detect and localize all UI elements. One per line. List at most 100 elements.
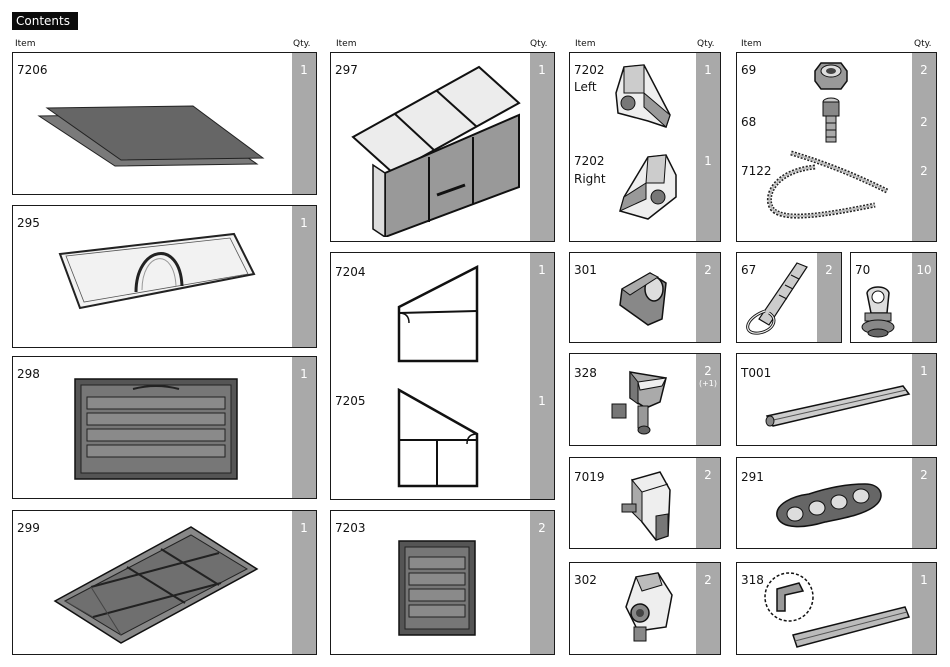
part-illustration-7204 <box>397 265 481 365</box>
qty-column: 2 <box>696 458 720 548</box>
qty-column: 1 <box>912 354 936 445</box>
part-illustration-T001 <box>763 382 911 428</box>
part-code-7202-left: 7202 <box>574 63 605 77</box>
part-illustration-7203 <box>397 539 477 637</box>
part-card-7019: 7019 2 <box>569 457 721 549</box>
part-code: 7019 <box>574 470 605 484</box>
qty-value: 1 <box>292 216 316 230</box>
qty-column: 2 <box>912 458 936 548</box>
part-code: 298 <box>17 367 40 381</box>
part-illustration-70 <box>857 283 901 339</box>
qty-value: 1 <box>530 63 554 77</box>
part-illustration-297 <box>351 65 523 237</box>
header-qty-col1: Qty. <box>293 39 311 49</box>
header-item-col4: Item <box>741 39 762 49</box>
qty-column: 2 <box>817 253 841 342</box>
part-illustration-68 <box>821 97 841 145</box>
part-code-69: 69 <box>741 63 756 77</box>
qty-value: 2 <box>696 263 720 277</box>
qty-value: 1 <box>292 367 316 381</box>
part-code-7202-right: 7202 <box>574 154 605 168</box>
part-card-299: 299 1 <box>12 510 317 655</box>
qty-value: 2 <box>530 521 554 535</box>
part-illustration-7206 <box>35 88 265 168</box>
qty-column: 2 (+1) <box>696 354 720 445</box>
header-qty-col2: Qty. <box>530 39 548 49</box>
part-illustration-7019 <box>620 470 672 542</box>
part-card-70: 70 10 <box>850 252 937 343</box>
qty-value-left: 1 <box>696 63 720 77</box>
qty-value-7204: 1 <box>530 263 554 277</box>
part-illustration-7122 <box>765 145 893 231</box>
qty-column: 1 <box>292 511 316 654</box>
qty-value-right: 1 <box>696 154 720 168</box>
part-card-67: 67 2 <box>736 252 842 343</box>
part-illustration-291 <box>773 478 885 534</box>
part-card-301: 301 2 <box>569 252 721 343</box>
header-item-col2: Item <box>336 39 357 49</box>
part-code: T001 <box>741 366 771 380</box>
qty-column: 10 <box>912 253 936 342</box>
qty-value: 1 <box>912 573 936 587</box>
part-card-318: 318 1 <box>736 562 937 655</box>
header-qty-col4: Qty. <box>914 39 932 49</box>
qty-value: 1 <box>292 521 316 535</box>
qty-value-7122: 2 <box>912 164 936 178</box>
qty-value-68: 2 <box>912 115 936 129</box>
qty-value: 2 <box>696 364 720 378</box>
part-code: 70 <box>855 263 870 277</box>
part-code-7204: 7204 <box>335 265 366 279</box>
qty-value-69: 2 <box>912 63 936 77</box>
part-code: 299 <box>17 521 40 535</box>
qty-value: 2 <box>696 573 720 587</box>
part-card-T001: T001 1 <box>736 353 937 446</box>
part-illustration-301 <box>618 269 670 327</box>
part-code: 302 <box>574 573 597 587</box>
part-illustration-7205 <box>397 388 481 488</box>
part-illustration-302 <box>618 571 674 645</box>
qty-column: 2 <box>696 253 720 342</box>
qty-value: 2 <box>912 468 936 482</box>
part-card-7204-7205: 7204 7205 1 1 <box>330 252 555 500</box>
qty-column: 1 <box>292 53 316 194</box>
part-illustration-69 <box>813 59 849 91</box>
part-card-7203: 7203 2 <box>330 510 555 655</box>
part-code: 7206 <box>17 63 48 77</box>
part-side-left: Left <box>574 80 597 94</box>
header-qty-col3: Qty. <box>697 39 715 49</box>
part-code: 295 <box>17 216 40 230</box>
part-illustration-7202-left <box>614 63 674 133</box>
qty-column: 1 <box>292 206 316 347</box>
qty-value: 2 <box>696 468 720 482</box>
part-card-7206: 7206 1 <box>12 52 317 195</box>
qty-column: 1 <box>292 357 316 498</box>
part-card-7202: 7202 Left 7202 Right 1 1 <box>569 52 721 242</box>
part-code: 301 <box>574 263 597 277</box>
qty-column: 1 1 <box>696 53 720 241</box>
part-illustration-318 <box>763 569 913 653</box>
qty-column: 1 <box>530 53 554 241</box>
part-card-302: 302 2 <box>569 562 721 655</box>
qty-value: 1 <box>912 364 936 378</box>
qty-column: 2 <box>696 563 720 654</box>
qty-column: 1 1 <box>530 253 554 499</box>
qty-column: 2 2 2 <box>912 53 936 241</box>
part-code: 318 <box>741 573 764 587</box>
part-code-68: 68 <box>741 115 756 129</box>
qty-value: 2 <box>817 263 841 277</box>
part-code: 7203 <box>335 521 366 535</box>
part-card-298: 298 1 <box>12 356 317 499</box>
header-item-col3: Item <box>575 39 596 49</box>
part-code: 291 <box>741 470 764 484</box>
qty-value: 10 <box>912 263 936 277</box>
part-illustration-295 <box>58 228 258 318</box>
part-illustration-328 <box>610 368 670 436</box>
part-side-right: Right <box>574 172 606 186</box>
qty-column: 2 <box>530 511 554 654</box>
part-card-328: 328 2 (+1) <box>569 353 721 446</box>
part-code: 328 <box>574 366 597 380</box>
part-card-297: 297 1 <box>330 52 555 242</box>
part-card-69-68-7122: 69 68 7122 2 2 2 <box>736 52 937 242</box>
part-card-291: 291 2 <box>736 457 937 549</box>
part-illustration-298 <box>73 377 239 481</box>
